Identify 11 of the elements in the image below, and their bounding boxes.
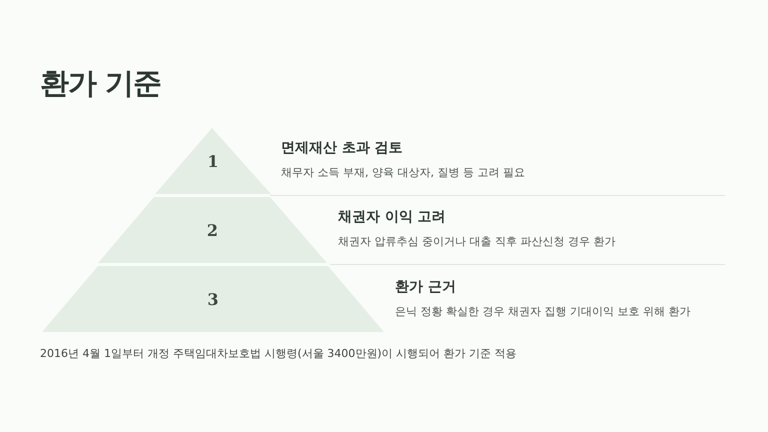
tier-description: 은닉 정황 확실한 경우 채권자 집행 기대이익 보호 위해 환가 <box>395 304 690 319</box>
tier-heading: 환가 근거 <box>395 278 456 296</box>
tier-number: 2 <box>206 220 218 240</box>
tier-description: 채무자 소득 부재, 양육 대상자, 질병 등 고려 필요 <box>281 165 525 180</box>
caption: 2016년 4월 1일부터 개정 주택임대차보호법 시행령(서울 3400만원)이 시행되어 환가 기준 적용 <box>40 346 517 361</box>
tier-heading: 채권자 이익 고려 <box>338 208 446 226</box>
tier-heading: 면제재산 초과 검토 <box>281 139 403 157</box>
title: 환가 기준 <box>40 65 162 102</box>
tier-description: 채권자 압류추심 중이거나 대출 직후 파산신청 경우 환가 <box>338 234 616 249</box>
tier-number: 3 <box>207 290 219 308</box>
tier-number: 1 <box>207 152 219 170</box>
